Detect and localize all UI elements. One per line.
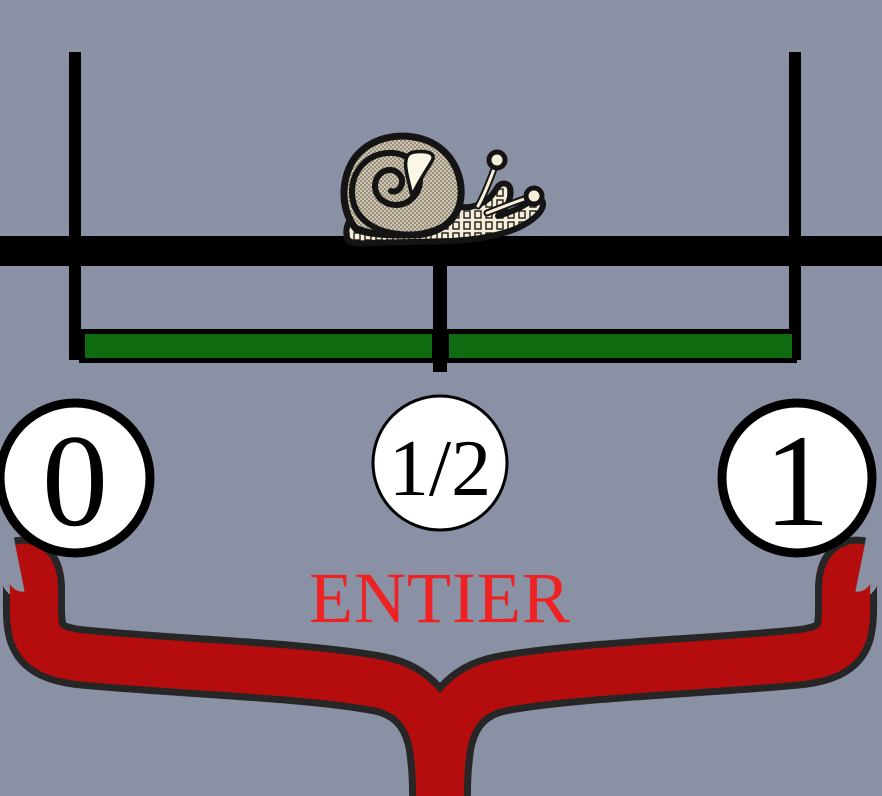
snail-shell-spiral-outer [348, 149, 424, 237]
entier-label: ENTIER [309, 558, 571, 638]
marker-half-label: 1/2 [389, 425, 491, 513]
snail-shell-lip [355, 219, 453, 238]
interval-right [449, 334, 792, 358]
marker-zero-label: 0 [42, 407, 108, 554]
interval-left [85, 334, 432, 358]
snail-eye-lower [523, 185, 545, 207]
marker-half[interactable]: 1/2 [371, 394, 509, 532]
snail-icon [340, 132, 547, 247]
marker-half-circle [371, 394, 509, 532]
marker-one-label: 1 [764, 407, 830, 554]
marker-one-circle [717, 398, 877, 558]
marker-one[interactable]: 1 [717, 398, 877, 558]
snail-eye-upper [486, 149, 508, 171]
snail-shell-highlight [403, 149, 435, 198]
tick-one [789, 52, 801, 360]
tick-zero [69, 52, 81, 360]
marker-zero[interactable]: 0 [0, 398, 155, 558]
entier-brace-fill [8, 543, 872, 796]
marker-zero-circle [0, 398, 155, 558]
